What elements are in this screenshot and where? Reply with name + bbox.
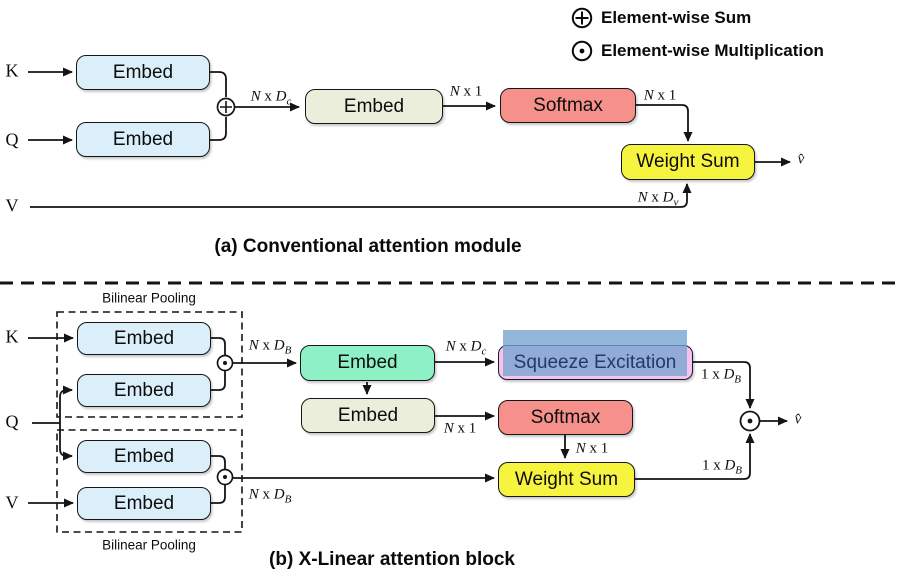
caption-a: (a) Conventional attention module: [214, 236, 522, 257]
dim-label: N x Dc: [250, 88, 292, 108]
caption-b: (b) X-Linear attention block: [269, 549, 515, 570]
output-label-vhat: v̂: [794, 411, 802, 428]
dim-label: N x DB: [248, 337, 292, 357]
b-q-branch-down: [59, 423, 73, 461]
embed-box: Embed: [300, 345, 435, 381]
a-v-line: [30, 183, 692, 208]
input-label-v: V: [5, 195, 19, 216]
embed-label: Embed: [112, 61, 174, 83]
weight-sum-label: Weight Sum: [636, 151, 740, 172]
dim-label: N x 1: [449, 83, 483, 100]
b-embed-q2-elbow: [211, 455, 226, 469]
dim-label: N x 1: [575, 440, 609, 457]
weight-sum-box: Weight Sum: [621, 144, 755, 180]
dim-label: N x DB: [248, 486, 292, 506]
softmax-box: Softmax: [500, 88, 636, 123]
embed-label: Embed: [113, 379, 175, 401]
weight-sum-label: Weight Sum: [514, 468, 619, 490]
b-q-branch-up: [32, 385, 73, 424]
squeeze-excitation-overlay: [503, 330, 687, 376]
embed-label: Embed: [337, 352, 398, 373]
dim-label: N x Dv: [637, 189, 679, 209]
mult2-dot: [223, 475, 227, 479]
embed-box: Embed: [77, 322, 211, 355]
input-label-k: K: [5, 60, 19, 81]
legend-mult-label: Element-wise Multiplication: [601, 41, 824, 60]
bilinear-pooling-box-top: [56, 311, 243, 418]
mult1-dot: [223, 361, 227, 365]
squeeze-excitation-label: Squeeze Excitation: [513, 352, 677, 373]
embed-label: Embed: [337, 404, 399, 426]
input-label-v: V: [5, 492, 19, 513]
sum-plus-glyph: [220, 101, 232, 113]
b-embed-q1-elbow: [211, 371, 226, 391]
b-embed-k-elbow: [211, 337, 226, 355]
b-se-to-mult3-elbow: [693, 361, 755, 409]
a-softmax-to-ws-elbow: [636, 104, 693, 142]
input-label-q: Q: [5, 411, 19, 432]
legend-sum-plus-glyph: [575, 11, 589, 25]
dim-label: N x Dc: [445, 338, 487, 358]
embed-box: Embed: [77, 374, 211, 407]
embed-box: Embed: [76, 55, 210, 90]
legend-mult-dot: [579, 48, 585, 54]
bilinear-pooling-label-bottom: Bilinear Pooling: [102, 537, 196, 553]
embed-label: Embed: [343, 95, 405, 117]
embed-label: Embed: [113, 445, 175, 467]
softmax-label: Softmax: [533, 94, 603, 116]
embed-box: Embed: [77, 440, 211, 473]
embed-box: Embed: [77, 487, 211, 520]
softmax-box: Softmax: [498, 400, 633, 435]
dim-label: N x 1: [643, 87, 677, 104]
embed-label: Embed: [112, 128, 174, 150]
bilinear-pooling-label-top: Bilinear Pooling: [102, 290, 196, 306]
embed-label: Embed: [113, 492, 175, 514]
mult3-dot: [747, 418, 753, 424]
softmax-label: Softmax: [530, 406, 601, 428]
embed-label: Embed: [113, 327, 175, 349]
dim-label: 1 x DB: [700, 366, 742, 386]
b-embed-v-elbow: [211, 485, 226, 504]
dim-label: 1 x DB: [701, 457, 743, 477]
a-embed-q-elbow: [210, 117, 227, 141]
dim-label: N x 1: [443, 420, 477, 437]
operator-glyphs: [216, 7, 761, 486]
embed-box: Embed: [305, 89, 443, 124]
bilinear-pooling-box-bottom: [56, 429, 243, 533]
embed-box: Embed: [76, 122, 210, 157]
input-label-q: Q: [5, 129, 19, 150]
a-embed-k-elbow: [210, 71, 227, 97]
b-ws-to-mult3-elbow: [635, 433, 755, 480]
legend-sum-label: Element-wise Sum: [601, 8, 752, 27]
weight-sum-box: Weight Sum: [498, 462, 635, 497]
embed-box: Embed: [301, 398, 435, 433]
input-label-k: K: [5, 326, 19, 347]
output-label-vhat: v̂: [797, 151, 805, 168]
